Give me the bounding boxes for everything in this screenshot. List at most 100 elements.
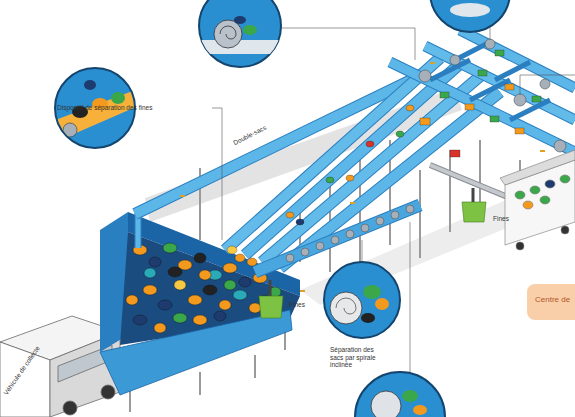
inclined-conveyor <box>262 72 485 262</box>
waste-bag <box>214 311 226 321</box>
waste-bag <box>223 263 237 273</box>
collection-truck <box>63 401 77 415</box>
fines-bin <box>269 280 272 296</box>
waste-bag <box>396 131 404 137</box>
leader-line <box>362 240 363 263</box>
detail-callout <box>413 405 427 415</box>
waste-bag <box>235 254 245 262</box>
collection-truck <box>0 342 50 417</box>
waste-bag <box>193 315 207 325</box>
spiral-roller <box>346 230 354 238</box>
container-trailer <box>515 191 525 199</box>
waste-bag <box>144 268 156 278</box>
detail-callout <box>200 40 280 54</box>
leader-line <box>520 75 575 95</box>
waste-bag <box>199 270 211 280</box>
spiral-roller <box>331 236 339 244</box>
detail-callout <box>63 123 77 137</box>
support-post <box>479 140 481 205</box>
spiral-roller <box>540 79 550 89</box>
direction-mark <box>300 290 305 292</box>
callout-label: Dispositif de séparation des fines <box>57 104 152 112</box>
collection-truck <box>101 385 115 399</box>
waste-bag <box>406 105 414 111</box>
detail-callout <box>200 16 280 54</box>
spiral-roller <box>419 39 566 152</box>
sorted-bag <box>420 118 430 125</box>
callout-label: Double-sacs <box>232 124 268 147</box>
sorted-bag <box>478 70 487 76</box>
detail-callout <box>55 90 140 140</box>
detail-callout <box>330 292 362 324</box>
detail-callout <box>402 390 418 402</box>
support-post <box>254 355 256 378</box>
waste-bag <box>163 243 177 253</box>
waste-bag <box>326 177 334 183</box>
container-trailer <box>560 175 570 183</box>
sorting-frame <box>425 46 575 120</box>
sorting-frame <box>430 60 470 80</box>
direction-mark <box>180 62 545 292</box>
sorted-bag <box>515 128 524 134</box>
detail-callout <box>450 3 490 17</box>
spiral-roller <box>286 205 414 262</box>
sorting-frame <box>425 46 575 120</box>
container-trailer <box>523 201 533 209</box>
waste-bag <box>247 258 257 266</box>
direction-mark <box>350 202 355 204</box>
sorted-bag <box>490 116 499 122</box>
detail-callout <box>371 391 401 417</box>
direction-mark <box>540 150 545 152</box>
waste-bag <box>143 285 157 295</box>
waste-bag <box>366 141 374 147</box>
direction-mark <box>180 195 185 197</box>
detail-callout <box>199 0 281 67</box>
spiral-roller <box>450 55 460 65</box>
leader-line <box>410 222 411 373</box>
detail-callout <box>214 20 242 48</box>
container-trailer <box>516 242 524 250</box>
support-post <box>419 170 421 258</box>
direction-mark <box>430 62 435 64</box>
container-trailer <box>540 196 550 204</box>
waste-bag <box>149 257 161 267</box>
waste-bag <box>194 253 206 263</box>
callout-label: Séparation des sacs par spirale inclinée <box>330 346 386 369</box>
spiral-roller <box>391 211 399 219</box>
hopper-wall <box>100 310 292 395</box>
spiral-roller <box>485 39 495 49</box>
spiral-roller <box>316 242 324 250</box>
container-trailer <box>561 226 569 234</box>
waste-bag <box>227 246 237 254</box>
container-trailer <box>530 186 540 194</box>
sorting-frame <box>460 30 575 88</box>
sorting-frame <box>495 62 530 80</box>
sorted-bag <box>450 150 460 157</box>
waste-bag <box>346 175 354 181</box>
inclined-conveyor <box>255 205 420 272</box>
waste-bag <box>174 280 186 290</box>
detail-callout <box>361 313 375 323</box>
detail-callout <box>363 285 381 299</box>
detail-callout <box>199 0 281 67</box>
waste-bag <box>219 300 231 310</box>
sorted-bag <box>495 50 504 56</box>
detail-callout <box>234 16 246 24</box>
spiral-roller <box>286 254 294 262</box>
inclined-conveyor <box>262 72 485 262</box>
fines-bin <box>462 202 486 222</box>
detail-callout <box>355 372 445 417</box>
spiral-roller <box>406 205 414 213</box>
sorted-bag <box>420 50 541 157</box>
detail-callout <box>324 262 400 338</box>
hopper-wall <box>100 310 292 395</box>
waste-bag <box>158 300 172 310</box>
spiral-roller <box>554 140 566 152</box>
detail-callout <box>430 0 510 32</box>
sorted-bag <box>532 96 541 102</box>
sorted-bag <box>505 84 514 90</box>
support-post <box>449 150 451 232</box>
inclined-conveyor <box>255 205 420 272</box>
container-trailer <box>545 180 555 188</box>
waste-bag <box>233 290 247 300</box>
